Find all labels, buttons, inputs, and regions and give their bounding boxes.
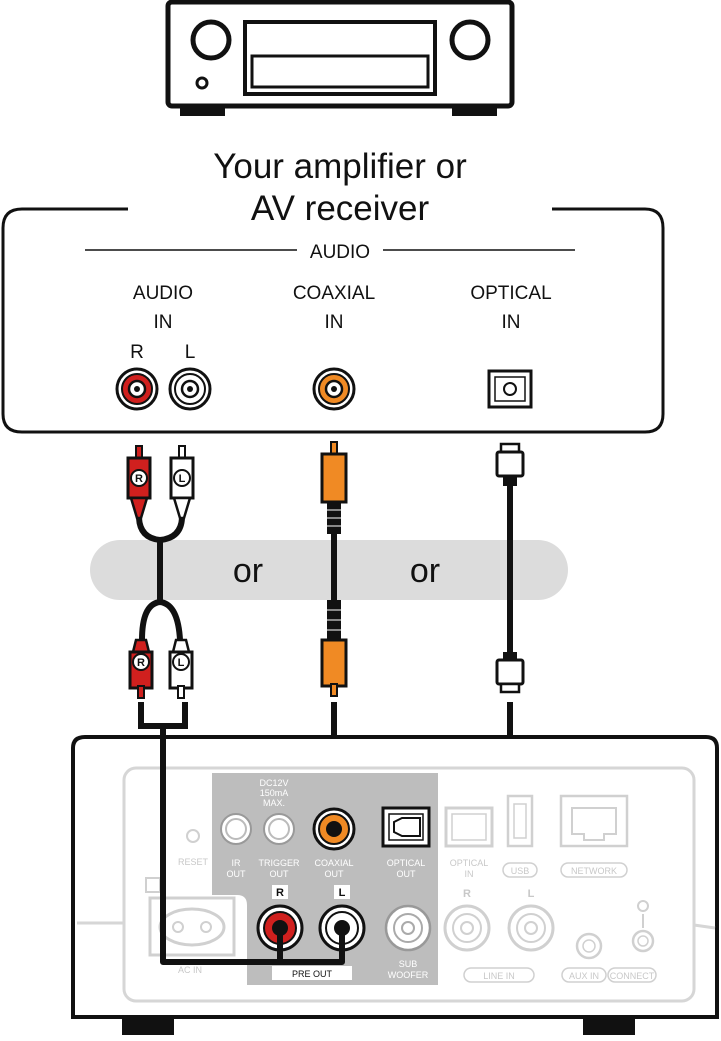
power-label-2: 150mA [260,788,289,798]
pre-out-label: PRE OUT [292,969,333,979]
pre-out-r-tag [272,885,288,899]
ac-in-socket-icon [145,877,236,957]
pre-out-tag [272,966,352,980]
power-label-3: MAX. [263,798,285,808]
or-label-1: or [233,552,263,590]
rca-stereo-cable: R L R L [126,445,195,729]
subwoofer-label-2: WOOFER [388,970,429,980]
rca-plug-l-lower-icon: L [168,638,194,699]
plug-l-lower-label: L [178,657,185,669]
reset-label: RESET [178,857,209,867]
optical-in-dev-label-2: IN [465,869,474,879]
coaxial-out-jack-icon [312,807,356,851]
ac-in-label: AC IN [178,965,202,975]
pre-out-l-label: L [339,887,346,899]
ir-out-label-2: OUT [227,869,247,879]
line-in-l-label: L [528,888,535,900]
optical-out-jack-icon [381,806,431,848]
usb-port-icon [506,794,534,848]
connect-button-icon [631,900,655,953]
pre-out-l-tag [334,885,350,899]
connect-tag [607,967,657,983]
device-rear-panel: AC IN RESET DC12V 150mA MAX. IR OUT TRIG… [71,735,719,1035]
audio-in-label: AUDIO [133,283,193,304]
trigger-out-label-1: TRIGGER [258,858,300,868]
receiver-coaxial-jack-icon [312,367,356,411]
coaxial-out-label-2: OUT [325,869,345,879]
optical-out-label-2: OUT [397,869,417,879]
line-in-r-jack-icon [443,904,491,952]
line-in-tag [463,967,535,983]
receiver-title-line1: Your amplifier or [213,147,467,186]
receiver-rca-l-jack-icon [168,367,212,411]
receiver-title-line2: AV receiver [251,189,430,228]
optical-in-jack-icon [444,806,494,848]
amplifier-icon [165,0,515,116]
trigger-out-label-2: OUT [270,869,290,879]
plug-r-lower-label: R [137,657,145,669]
pre-out-r-label: R [276,887,284,899]
coaxial-in-label: COAXIAL [293,283,375,304]
usb-label: USB [511,866,530,876]
channel-r-label: R [130,342,144,363]
subwoofer-jack-icon [384,904,432,952]
rca-plug-l-upper-icon: L [169,445,195,520]
subwoofer-label-1: SUB [399,959,418,969]
line-in-label: LINE IN [483,971,515,981]
ir-out-jack-icon [220,813,252,845]
line-in-r-label: R [463,888,471,900]
rca-route-on-device [160,726,345,965]
power-label-1: DC12V [259,778,288,788]
network-tag [560,862,628,878]
receiver-rca-r-jack-icon [115,367,159,411]
rca-plug-r-upper-icon: R [126,445,152,520]
receiver-panel: Your amplifier or AV receiver AUDIO AUDI… [1,147,665,434]
connect-label: CONNECT [610,971,655,981]
channel-l-label: L [185,342,196,363]
audio-in-sub: IN [154,312,173,333]
aux-in-label: AUX IN [569,971,599,981]
reset-button-icon [186,829,200,843]
optical-in-label: OPTICAL [470,283,551,304]
usb-tag [502,862,538,878]
coaxial-out-label-1: COAXIAL [314,858,353,868]
optical-out-label-1: OPTICAL [387,858,426,868]
trigger-out-jack-icon [263,813,295,845]
or-band [90,540,568,600]
plug-l-label: L [179,473,186,485]
receiver-optical-jack-icon [487,369,533,409]
or-label-2: or [410,552,440,590]
aux-in-tag [561,967,607,983]
line-in-l-jack-icon [507,904,555,952]
network-port-icon [559,794,629,848]
network-label: NETWORK [571,866,617,876]
rca-plug-r-lower-icon: R [128,638,154,699]
audio-section-label: AUDIO [310,242,370,263]
aux-in-jack-icon [575,932,603,960]
optical-in-dev-label-1: OPTICAL [450,858,489,868]
ir-out-label-1: IR [232,858,242,868]
plug-r-label: R [135,473,143,485]
optical-in-sub: IN [502,312,521,333]
coaxial-in-sub: IN [325,312,344,333]
